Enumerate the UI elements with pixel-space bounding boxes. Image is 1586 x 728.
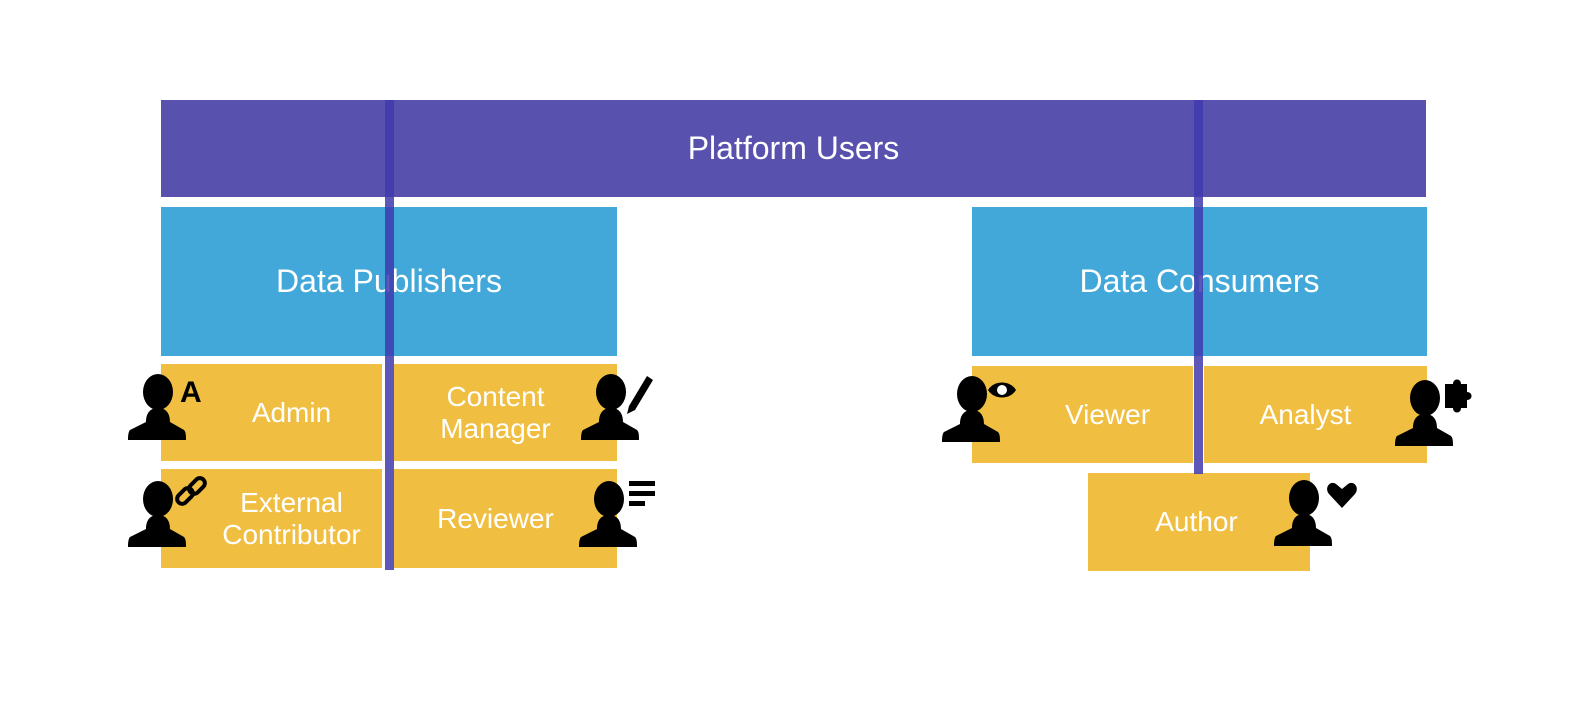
role-reviewer-box: Reviewer xyxy=(394,469,617,568)
role-admin-box: Admin xyxy=(161,364,382,461)
svg-text:A: A xyxy=(180,376,202,409)
role-analyst-label: Analyst xyxy=(1259,398,1352,430)
role-content-manager-label: Content Manager xyxy=(440,381,551,445)
role-viewer-box: Viewer xyxy=(972,366,1193,463)
role-admin-label: Admin xyxy=(251,396,332,428)
role-reviewer-label: Reviewer xyxy=(437,502,554,534)
role-author-label: Author xyxy=(1155,506,1238,537)
role-content-manager-box: Content Manager xyxy=(394,364,617,461)
publishers-connector-line xyxy=(385,100,394,570)
person-list-icon xyxy=(579,479,674,559)
person-puzzle-icon xyxy=(1395,378,1490,458)
person-link-icon xyxy=(128,476,223,559)
role-external-contributor-line1: External xyxy=(240,486,343,518)
consumers-connector-line xyxy=(1194,100,1203,474)
role-analyst-box: Analyst xyxy=(1204,366,1427,463)
person-admin-icon: A xyxy=(128,372,223,452)
person-eye-icon xyxy=(942,374,1037,454)
role-content-manager-line1: Content xyxy=(446,380,545,412)
role-external-contributor-line2: Contributor xyxy=(222,518,361,550)
role-external-contributor-box: External Contributor xyxy=(161,469,382,568)
person-heart-icon xyxy=(1274,478,1369,558)
platform-users-label: Platform Users xyxy=(687,130,900,166)
role-viewer-label: Viewer xyxy=(1064,398,1151,430)
role-author-box: Author xyxy=(1088,473,1310,571)
role-content-manager-line2: Manager xyxy=(440,412,551,444)
person-pencil-icon xyxy=(581,372,676,452)
role-external-contributor-label: External Contributor xyxy=(222,487,361,551)
platform-users-box: Platform Users xyxy=(161,100,1426,197)
